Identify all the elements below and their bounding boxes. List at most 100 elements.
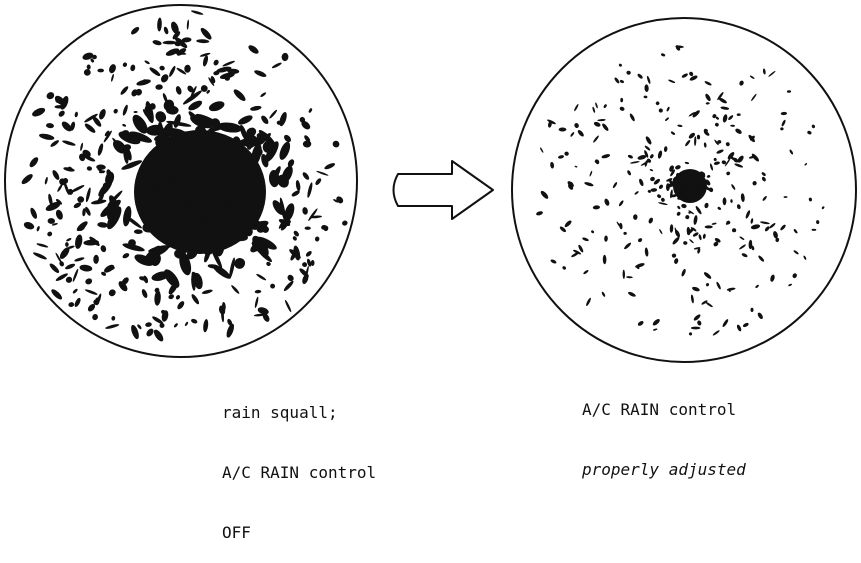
- clutter-echo: [132, 114, 148, 134]
- clutter-echo: [783, 196, 788, 198]
- clutter-echo: [181, 37, 192, 43]
- clutter-echo: [122, 62, 128, 67]
- clutter-echo: [683, 188, 687, 193]
- clutter-echo: [336, 196, 344, 204]
- clutter-echo: [665, 117, 669, 121]
- clutter-echo: [153, 180, 172, 192]
- clutter-echo: [811, 228, 817, 231]
- clutter-echo: [32, 107, 46, 117]
- clutter-echo: [669, 165, 674, 172]
- clutter-echo: [644, 145, 651, 151]
- clutter-echo: [674, 229, 681, 238]
- clutter-echo: [302, 140, 312, 148]
- clutter-echo: [287, 274, 294, 282]
- clutter-echo: [657, 194, 662, 199]
- clutter-echo: [265, 141, 279, 162]
- radar-scope-rain-suppressed: [511, 17, 857, 363]
- clutter-echo: [260, 92, 267, 98]
- radar-scope-rain-clutter: [4, 4, 358, 358]
- clutter-echo: [270, 283, 276, 289]
- clutter-echo: [702, 233, 706, 239]
- clutter-echo: [715, 122, 719, 127]
- clutter-echo: [52, 170, 60, 180]
- clutter-echo: [168, 282, 178, 295]
- clutter-echo: [256, 222, 268, 233]
- clutter-echo: [51, 289, 63, 300]
- clutter-echo: [688, 210, 695, 215]
- clutter-echo: [184, 64, 191, 73]
- clutter-echo: [755, 284, 759, 289]
- clutter-echo: [751, 153, 760, 162]
- clutter-echo: [235, 199, 241, 221]
- clutter-echo: [720, 106, 730, 110]
- clutter-echo: [74, 257, 85, 262]
- clutter-echo: [186, 249, 198, 260]
- clutter-echo: [686, 182, 691, 188]
- clutter-echo: [97, 222, 108, 228]
- clutter-echo: [692, 286, 700, 292]
- clutter-echo: [547, 119, 556, 125]
- clutter-echo: [760, 221, 770, 225]
- clutter-echo: [758, 255, 765, 262]
- clutter-echo: [244, 133, 259, 143]
- clutter-echo: [591, 230, 595, 234]
- clutter-echo: [211, 247, 223, 269]
- clutter-echo: [277, 174, 289, 188]
- clutter-echo: [157, 17, 162, 32]
- clutter-echo: [45, 201, 61, 211]
- clutter-echo: [604, 235, 608, 242]
- clutter-echo: [626, 276, 633, 279]
- clutter-echo: [46, 92, 55, 100]
- clutter-echo: [712, 330, 720, 336]
- clutter-echo: [165, 48, 180, 56]
- clutter-echo: [659, 229, 663, 235]
- clutter-echo: [121, 160, 143, 170]
- clutter-echo: [770, 274, 775, 282]
- clutter-echo: [66, 238, 72, 242]
- clutter-echo: [739, 236, 745, 240]
- clutter-echo: [574, 103, 579, 112]
- clutter-echo: [234, 257, 246, 269]
- clutter-echo: [174, 323, 178, 328]
- caption-line: OFF: [222, 523, 251, 542]
- clutter-echo: [688, 132, 696, 139]
- clutter-echo: [191, 10, 204, 15]
- clutter-echo: [154, 290, 161, 306]
- clutter-echo: [727, 152, 735, 160]
- clutter-echo: [731, 184, 736, 190]
- clutter-echo: [226, 323, 235, 338]
- clutter-echo: [122, 243, 145, 252]
- clutter-echo: [255, 236, 277, 250]
- clutter-echo: [168, 294, 174, 300]
- clutter-echo: [50, 140, 59, 147]
- clutter-echo: [177, 301, 185, 310]
- clutter-echo: [271, 62, 282, 69]
- clutter-echo: [601, 291, 606, 297]
- clutter-echo: [46, 123, 54, 129]
- clutter-echo: [246, 179, 254, 189]
- clutter-echo: [623, 231, 627, 235]
- clutter-echo: [711, 222, 717, 225]
- clutter-echo: [98, 170, 106, 174]
- clutter-echo: [188, 100, 203, 111]
- clutter-echo: [677, 124, 683, 127]
- clutter-echo: [703, 128, 708, 133]
- clutter-echo: [807, 130, 812, 135]
- clutter-echo: [21, 174, 33, 185]
- clutter-echo: [816, 220, 820, 225]
- clutter-echo: [557, 155, 565, 159]
- clutter-echo: [92, 314, 98, 321]
- clutter-echo: [166, 105, 179, 115]
- clutter-echo: [821, 206, 825, 210]
- clutter-echo: [283, 280, 294, 292]
- clutter-echo: [315, 178, 322, 185]
- clutter-echo: [162, 225, 169, 241]
- clutter-echo: [149, 67, 161, 77]
- clutter-echo: [147, 213, 166, 224]
- clutter-echo: [675, 165, 681, 170]
- clutter-echo: [252, 235, 269, 257]
- clutter-echo: [122, 104, 128, 116]
- clutter-echo: [693, 215, 698, 225]
- clutter-echo: [684, 197, 688, 201]
- clutter-echo: [70, 185, 85, 193]
